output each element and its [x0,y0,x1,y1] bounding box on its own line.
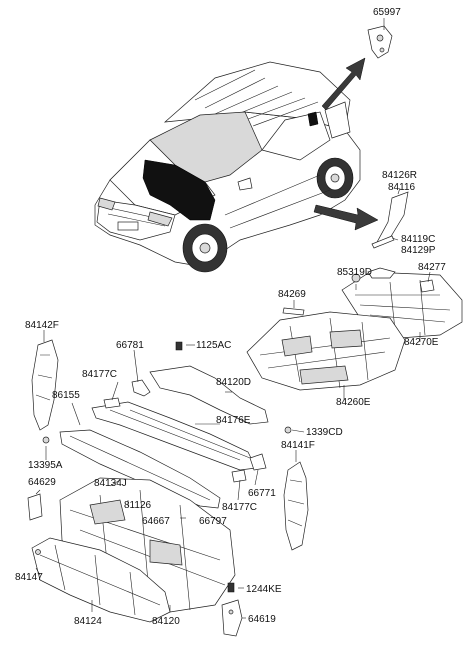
insulator-66781 [131,379,151,397]
label-1125AC: 1125AC [196,340,231,351]
label-85319D: 85319D [337,267,372,278]
label-84269: 84269 [278,289,306,300]
label-13395A: 13395A [28,460,63,471]
clip-1339CD [284,426,292,434]
label-84177C-upper: 84177C [82,369,117,380]
pad-64629 [27,493,43,521]
part-labels: 65997 84126R 84116 84119C 84129P 85319D … [15,7,446,627]
label-66797: 66797 [199,516,227,527]
label-81126: 81126 [124,500,152,511]
label-84260E: 84260E [336,397,371,408]
label-1339CD: 1339CD [306,427,343,438]
label-84277: 84277 [418,262,446,273]
label-1244KE: 1244KE [246,584,282,595]
label-65997: 65997 [373,7,401,18]
label-84126R: 84126R [382,170,417,181]
label-64629: 64629 [28,477,56,488]
leader-lines [35,18,431,619]
bracket-65997 [367,25,393,59]
label-64667: 64667 [142,516,170,527]
label-84270E: 84270E [404,337,439,348]
label-84141F: 84141F [281,440,315,451]
label-84142F: 84142F [25,320,59,331]
label-84176E: 84176E [216,415,251,426]
strip-84119C [371,235,395,249]
callout-arrow-lower [313,204,379,231]
clip-84177C-upper [103,397,121,409]
label-84134J: 84134J [94,478,127,489]
label-84119C: 84119C [401,234,435,245]
pad-84120D [149,365,269,425]
label-84116: 84116 [388,182,416,193]
bolt-1244KE [227,582,235,593]
label-66781: 66781 [116,340,144,351]
side-insulator-84141F [283,461,309,551]
clip-84177C-lower [231,469,247,483]
clip-84277 [419,279,435,293]
bracket-64619 [221,599,243,637]
clip-85319D [351,273,361,283]
fastener-1125AC [175,341,183,351]
label-64619: 64619 [248,614,276,625]
vehicle-illustration [94,61,361,273]
side-insulator-84142F [31,339,59,431]
pad-84269 [282,307,305,316]
clip-66771 [249,453,267,471]
label-84129P: 84129P [401,245,436,256]
label-84120: 84120 [152,616,180,627]
label-66771: 66771 [248,488,276,499]
label-86155: 86155 [52,390,80,401]
label-84177C-lower: 84177C [222,502,257,513]
callout-arrow-upper [321,57,366,111]
label-84147: 84147 [15,572,43,583]
label-84120D: 84120D [216,377,251,388]
label-84124: 84124 [74,616,102,627]
